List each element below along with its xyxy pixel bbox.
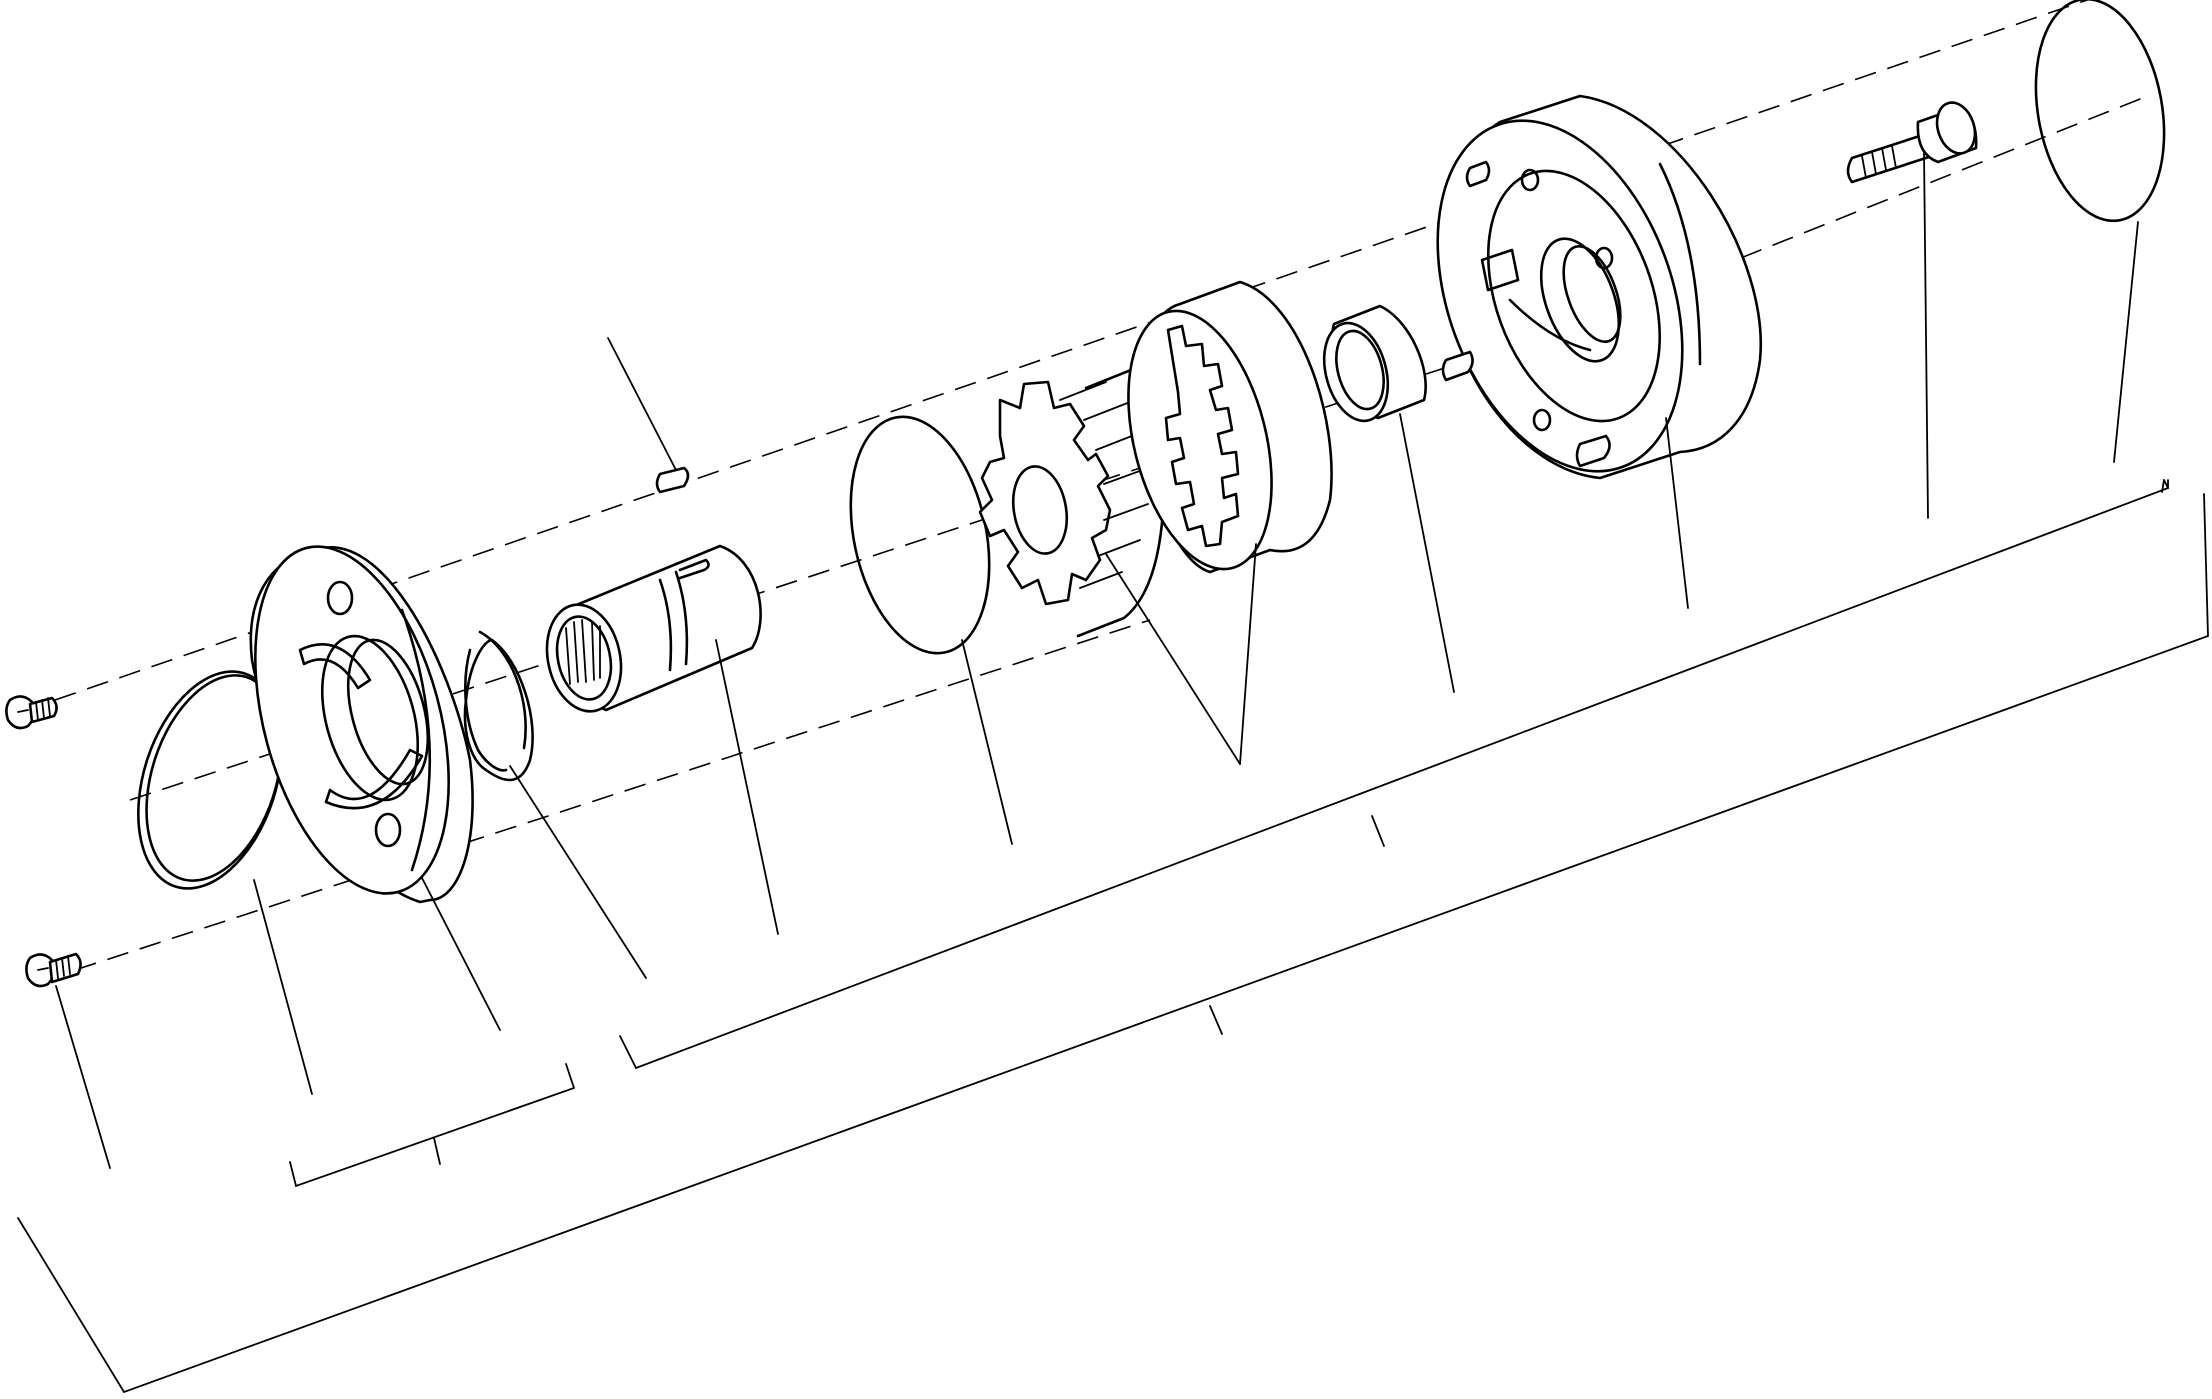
bracket-assembly xyxy=(17,493,2209,1394)
leader-key xyxy=(607,337,677,471)
end-gasket-icon xyxy=(2034,0,2166,223)
bracket-flange-group xyxy=(289,1063,576,1188)
leader-cap-screw xyxy=(1923,151,1929,519)
pump-housing-icon xyxy=(1436,94,1763,480)
gasket-disc-icon xyxy=(849,415,991,655)
housing-stud-top xyxy=(1465,160,1491,188)
snap-ring-icon xyxy=(463,630,534,782)
bushing-icon xyxy=(1322,304,1427,423)
screw-upper-left-icon xyxy=(5,695,58,730)
screw-lower-left-icon xyxy=(25,952,82,988)
bracket-rotor-group xyxy=(619,479,2170,1070)
bracket-rotor-group-end xyxy=(2161,479,2165,493)
housing-stud-bottom xyxy=(1575,434,1611,468)
leader-o-ring xyxy=(253,879,313,1095)
bracket-assembly-tick xyxy=(1209,1005,1223,1035)
outer-gear-ring-icon xyxy=(1127,280,1333,574)
inner-gear-rotor-icon xyxy=(978,366,1166,638)
leader-end-gasket xyxy=(2113,221,2139,463)
leader-housing xyxy=(1665,417,1689,609)
leader-gasket xyxy=(961,639,1013,845)
key-icon xyxy=(655,466,690,494)
o-ring-icon xyxy=(137,670,283,890)
bracket-flange-group-tick xyxy=(433,1137,441,1165)
leader-rotor-a xyxy=(1105,553,1241,765)
leader-screw xyxy=(55,985,111,1169)
leader-flange xyxy=(421,877,501,1031)
leader-bushing xyxy=(1399,413,1455,693)
callout-leaders xyxy=(55,151,2139,1169)
bracket-rotor-group-tick xyxy=(1371,815,1385,847)
housing-stud-side xyxy=(1441,350,1474,382)
axis-line-bottom xyxy=(74,619,1151,971)
flange-plate-icon xyxy=(249,545,474,904)
leader-rotor-b xyxy=(1239,543,1257,765)
cap-screw-icon xyxy=(1846,101,1978,184)
leader-snap-ring xyxy=(509,765,647,979)
leader-shaft xyxy=(715,639,779,935)
group-brackets xyxy=(17,479,2209,1394)
splined-shaft-icon xyxy=(545,544,762,713)
